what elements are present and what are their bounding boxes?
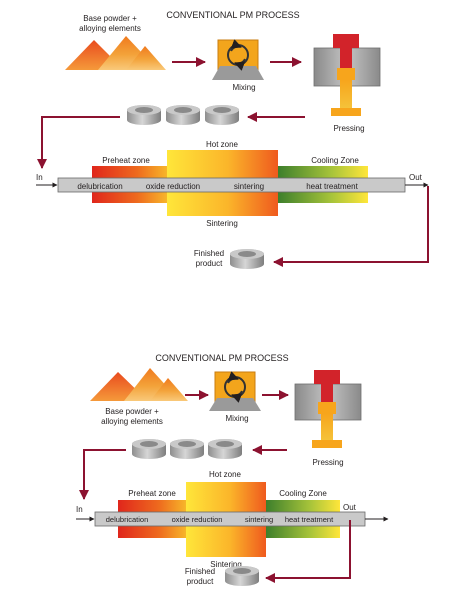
compact-disc-icon xyxy=(170,439,204,459)
stage-label: heat treatment xyxy=(306,182,358,191)
diagram-title: CONVENTIONAL PM PROCESS xyxy=(155,353,288,363)
pressing-label: Pressing xyxy=(333,124,364,133)
out-label: Out xyxy=(343,503,357,512)
powder-label-line1: Base powder + xyxy=(83,14,137,23)
diagram-title: CONVENTIONAL PM PROCESS xyxy=(166,10,299,20)
mixing-label: Mixing xyxy=(225,414,248,423)
compact-disc-icon xyxy=(208,439,242,459)
finished-label-line1: Finished xyxy=(185,567,215,576)
flow-arrow xyxy=(37,116,120,169)
stage-label: delubrication xyxy=(77,182,122,191)
flow-arrow xyxy=(265,520,351,583)
sintering-furnace xyxy=(57,150,406,216)
cooling-zone-label: Cooling Zone xyxy=(311,156,359,165)
in-label: In xyxy=(76,505,83,514)
sintering-label: Sintering xyxy=(210,560,242,569)
cooling-zone-label: Cooling Zone xyxy=(279,489,327,498)
diagram-2: CONVENTIONAL PM PROCESS Base powder + al… xyxy=(76,353,389,586)
stage-label: oxide reduction xyxy=(172,515,223,524)
compact-disc-icon xyxy=(127,105,161,125)
stage-label: heat treatment xyxy=(285,515,334,524)
hot-zone-label: Hot zone xyxy=(209,470,242,479)
pressing-label: Pressing xyxy=(312,458,343,467)
mixer-icon xyxy=(212,39,264,80)
finished-label-line1: Finished xyxy=(194,249,224,258)
powder-label-line2: alloying elements xyxy=(79,24,141,33)
hot-zone-label: Hot zone xyxy=(206,140,239,149)
out-label: Out xyxy=(409,173,423,182)
stage-label: delubrication xyxy=(106,515,149,524)
press-icon xyxy=(313,34,381,116)
finished-product-icon xyxy=(225,566,259,586)
press-icon xyxy=(294,370,362,448)
mixing-label: Mixing xyxy=(232,83,255,92)
mixer-icon xyxy=(209,371,261,411)
diagram-1: CONVENTIONAL PM PROCESS Base powder + al… xyxy=(36,10,429,269)
powder-pile-icon xyxy=(65,36,166,70)
flow-arrow xyxy=(79,449,126,500)
finished-label-line2: product xyxy=(196,259,223,268)
sintering-label: Sintering xyxy=(206,219,238,228)
compact-disc-icon xyxy=(132,439,166,459)
preheat-zone-label: Preheat zone xyxy=(102,156,150,165)
in-label: In xyxy=(36,173,43,182)
stage-label: oxide reduction xyxy=(146,182,200,191)
finished-product-icon xyxy=(230,249,264,269)
stage-label: sintering xyxy=(234,182,264,191)
powder-label-line2: alloying elements xyxy=(101,417,163,426)
flow-arrow xyxy=(273,186,429,267)
compact-disc-icon xyxy=(205,105,239,125)
finished-label-line2: product xyxy=(187,577,214,586)
compact-disc-icon xyxy=(166,105,200,125)
sintering-furnace xyxy=(94,482,366,557)
preheat-zone-label: Preheat zone xyxy=(128,489,176,498)
powder-pile-icon xyxy=(90,368,188,401)
powder-label-line1: Base powder + xyxy=(105,407,159,416)
stage-label: sintering xyxy=(245,515,273,524)
